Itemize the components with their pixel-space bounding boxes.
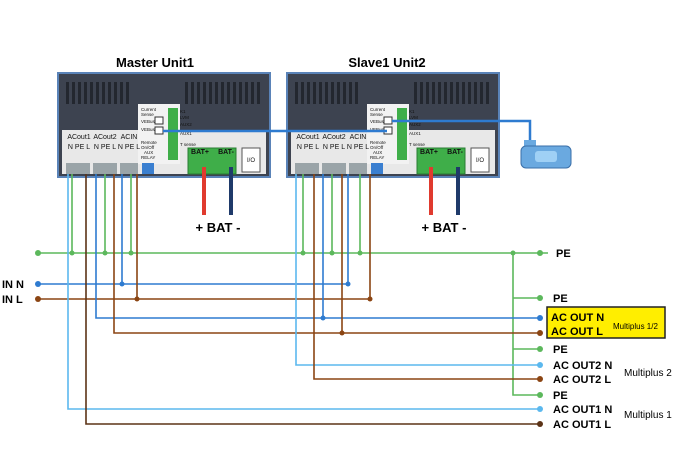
slave-k1-label: K1: [409, 109, 415, 114]
in-n-label: IN N: [2, 279, 24, 291]
master-acout2-npel: N PE L: [94, 144, 116, 151]
ac-out1-l-label: AC OUT1 L: [553, 419, 611, 431]
master-lvm-label: LVM: [180, 115, 189, 120]
ac-out-l-wire: [113, 174, 540, 334]
master-acout2-label: ACout2: [93, 134, 116, 141]
master-acout1-label: ACout1: [67, 134, 90, 141]
master-sense-label: Sense: [141, 112, 154, 117]
master-tsense-label: T sense: [180, 142, 196, 147]
slave-io-label: I/O: [476, 158, 484, 164]
master-aux2-label: AUX2: [180, 122, 192, 127]
master-batn-label: BAT-: [218, 149, 234, 156]
master-batp-label: BAT+: [191, 149, 209, 156]
ac-out-n-label: AC OUT N: [551, 312, 604, 324]
in-l-label: IN L: [2, 294, 23, 306]
slave-batp-label: BAT+: [420, 149, 438, 156]
slave-lvm-label: LVM: [409, 115, 418, 120]
slave-tsense-label: T sense: [409, 142, 425, 147]
master-battery-label: + BAT -: [196, 220, 241, 235]
wiring: [38, 174, 548, 425]
slave-aux-label: AUX: [373, 150, 382, 155]
slave-sense-label: Sense: [370, 112, 383, 117]
slave-acin-npel: N PE L: [347, 144, 369, 151]
master-acin-label: ACIN: [121, 134, 138, 141]
master-onoff-label: On/Off: [141, 145, 155, 150]
slave-current-label: Current: [370, 107, 386, 112]
ac-out2-l-label: AC OUT2 L: [553, 374, 611, 386]
ac-out-n-wire: [95, 174, 540, 319]
pe-branch-wire: [512, 253, 540, 396]
ac-out1-n-wire: [67, 174, 540, 410]
master-k1-label: K1: [180, 109, 186, 114]
slave-battery-label: + BAT -: [422, 220, 467, 235]
slave-unit: I/O ACout1 ACout2 ACIN N PE L N PE L N P…: [286, 72, 500, 178]
master-relay-label: RELAY: [141, 155, 155, 160]
slave-unit-title: Slave1 Unit2: [348, 55, 425, 70]
ac-out2-l-wire: [313, 174, 540, 380]
io-label: I/O: [247, 158, 255, 164]
master-aux1-label: AUX1: [180, 131, 192, 136]
master-acout1-npel: N PE L: [68, 144, 90, 151]
ac-out1-l-wire: [85, 174, 540, 425]
slave-acout2-label: ACout2: [322, 134, 345, 141]
pe-mp2-label: PE: [553, 344, 568, 356]
pe-mp1-label: PE: [553, 390, 568, 402]
master-remote-label: Remote: [141, 140, 157, 145]
junction-dots: [35, 250, 543, 427]
ac-out-l-label: AC OUT L: [551, 326, 603, 338]
slave-pe-drops: [302, 174, 361, 253]
master-acin-npel: N PE L: [118, 144, 140, 151]
slave-remote-label: Remote: [370, 140, 386, 145]
acin-l-drops: [136, 174, 371, 299]
slave-acout1-label: ACout1: [296, 134, 319, 141]
slave-acout2-npel: N PE L: [323, 144, 345, 151]
master-vebus-label: VEBus: [141, 119, 156, 124]
slave-aux2-label: AUX2: [409, 122, 421, 127]
master-unit-title: Master Unit1: [116, 55, 194, 70]
master-pe-drops: [71, 174, 132, 253]
slave-vebus2-label: VEBus: [370, 127, 385, 132]
vebus-cable-to-interface: [392, 119, 532, 142]
slave-aux1-label: AUX1: [409, 131, 421, 136]
ac-out2-n-label: AC OUT2 N: [553, 360, 612, 372]
master-aux-label: AUX: [144, 150, 153, 155]
ac-out1-n-label: AC OUT1 N: [553, 404, 612, 416]
master-vebus2-label: VEBus: [141, 127, 156, 132]
multiplus-12-highlight-box: [546, 306, 666, 339]
multiplus-1-label: Multiplus 1: [624, 410, 672, 421]
slave-batn-label: BAT-: [447, 149, 463, 156]
slave-relay-label: RELAY: [370, 155, 384, 160]
ac-out2-n-wire: [295, 174, 540, 366]
pe-group-label: PE: [553, 293, 568, 305]
master-current-label: Current: [141, 107, 157, 112]
slave-acout1-npel: N PE L: [297, 144, 319, 151]
acin-n-drops: [121, 174, 349, 284]
master-unit: I/O ACout1 ACout2 ACIN N PE L N PE L N P…: [57, 72, 271, 178]
slave-vebus-label: VEBus: [370, 119, 385, 124]
slave-acin-label: ACIN: [350, 134, 367, 141]
multiplus-12-label: Multiplus 1/2: [613, 322, 658, 331]
pe-top-label: PE: [556, 248, 571, 260]
multiplus-2-label: Multiplus 2: [624, 368, 672, 379]
slave-onoff-label: On/Off: [370, 145, 384, 150]
mk3-usb-interface-icon: [520, 140, 572, 169]
